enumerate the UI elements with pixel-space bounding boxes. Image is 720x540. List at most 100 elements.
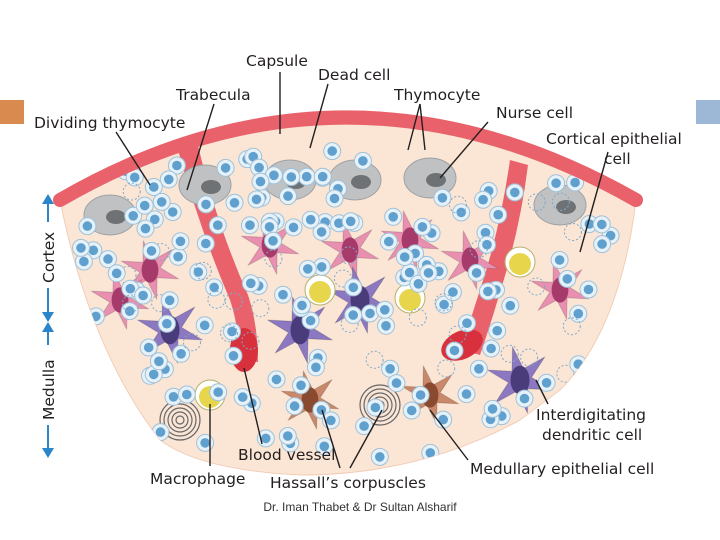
thymocyte-nucleus [164,295,175,306]
thymocyte-nucleus [167,207,178,217]
thymocyte [527,193,546,212]
thymocyte-nucleus [474,364,484,374]
thymocyte-nucleus [438,414,449,425]
nurse-cell-nucleus [106,210,126,224]
thymocyte [449,195,467,214]
label-macrophage: Macrophage [150,470,245,488]
thymocyte-nucleus [283,431,293,441]
thymocyte-nucleus [399,252,410,262]
thymocyte [469,240,488,259]
thymocyte-nucleus [227,326,237,337]
label-cortical-epithelial-2: cell [604,150,631,168]
thymocyte-nucleus [146,246,157,256]
thymocyte [207,290,226,309]
thymocyte-nucleus [103,254,113,264]
nurse-cell-nucleus [556,200,576,214]
trabecula-right [462,160,528,355]
thymocyte-nucleus [296,380,306,391]
macrophage-body [399,289,421,311]
thymocyte-nucleus [148,369,159,380]
tissue-contents [72,142,620,466]
thymocyte-nucleus [79,256,89,267]
hassalls-corpuscle-ring [175,415,185,425]
thymocyte-nucleus [305,214,316,225]
thymocyte-nucleus [149,182,159,192]
accent-square-left [0,100,24,124]
thymocyte-nucleus [156,197,167,207]
thymocyte-nucleus [245,220,255,230]
thymocyte-nucleus [201,199,211,210]
thymocyte-nucleus [380,305,390,315]
thymocyte-nucleus [162,318,172,329]
thymocyte-nucleus [570,177,580,188]
hassalls-corpuscle-ring [167,407,193,433]
medulla-label: Medulla [40,359,58,420]
thymocyte-nucleus [413,279,424,289]
thymocyte-nucleus [384,236,394,247]
thymocyte-nucleus [199,320,210,331]
thymocyte [434,293,453,312]
axis-arrows [37,194,59,458]
thymocyte [241,331,260,350]
thymocyte-nucleus [319,441,330,452]
interdigitating-dendritic-cell-nucleus [510,365,530,395]
thymocyte [264,249,283,268]
thymocyte-nucleus [301,171,312,182]
thymocyte-nucleus [297,300,307,311]
thymocyte-nucleus [327,146,338,156]
thymocyte-nucleus [492,325,503,336]
thymocyte-nucleus [268,236,278,246]
thymocyte-nucleus [439,299,449,310]
thymocyte-nucleus [168,392,179,402]
thymocyte-nucleus [316,227,327,237]
thymocyte-nucleus [375,452,385,462]
thymocyte-nucleus [510,187,520,198]
label-cortical-epithelial-1: Cortical epithelial [546,130,682,148]
thymocyte-nucleus [124,306,135,316]
thymocyte-nucleus [248,151,258,162]
thymocyte-nucleus [138,290,148,301]
label-dividing-thymocyte: Dividing thymocyte [34,114,185,132]
thymocyte-nucleus [176,349,186,359]
thymocyte [251,299,270,318]
label-hassalls-corpuscles: Hassall’s corpuscles [270,474,426,492]
thymocyte-nucleus [254,162,264,173]
thymocyte-nucleus [385,364,395,374]
thymocyte-nucleus [140,223,151,234]
hassalls-corpuscle-ring [363,388,397,422]
thymocyte-nucleus [519,393,530,404]
thymocyte-nucleus [573,308,584,319]
thymocyte-nucleus [597,239,607,249]
thymocyte-nucleus [348,282,359,293]
thymocyte-nucleus [482,239,492,250]
nurse-cell-nucleus [351,175,371,189]
thymocyte-nucleus [437,193,448,203]
thymocyte-nucleus [345,216,356,227]
thymocyte-nucleus [365,308,375,319]
thymocyte-nucleus [461,389,472,399]
thymocyte-nucleus [278,289,288,300]
thymocyte-nucleus [303,264,313,274]
label-medullary-epithelial-cell: Medullary epithelial cell [470,460,654,478]
thymocyte-nucleus [583,284,594,295]
thymocyte-nucleus [305,315,316,326]
thymocyte [193,261,212,280]
label-trabecula: Trabecula [175,86,251,104]
thymocyte-nucleus [255,176,266,187]
thymocyte [551,192,570,211]
label-nurse-cell: Nurse cell [496,104,573,122]
thymocyte-nucleus [155,427,166,437]
hassalls-corpuscle-ring [171,411,189,429]
thymocyte-nucleus [381,321,391,331]
thymocyte [562,317,581,336]
thymocyte-nucleus [359,421,369,431]
thymocyte-nucleus [329,193,340,204]
thymocyte-nucleus [289,401,300,411]
thymocyte-nucleus [311,362,321,373]
hassalls-corpuscle-ring [359,384,401,426]
thymocyte-nucleus [82,221,93,231]
cortical-epithelial-cell-nucleus [341,237,359,263]
thymocyte-nucleus [423,268,434,278]
thymocyte-nucleus [173,251,183,262]
